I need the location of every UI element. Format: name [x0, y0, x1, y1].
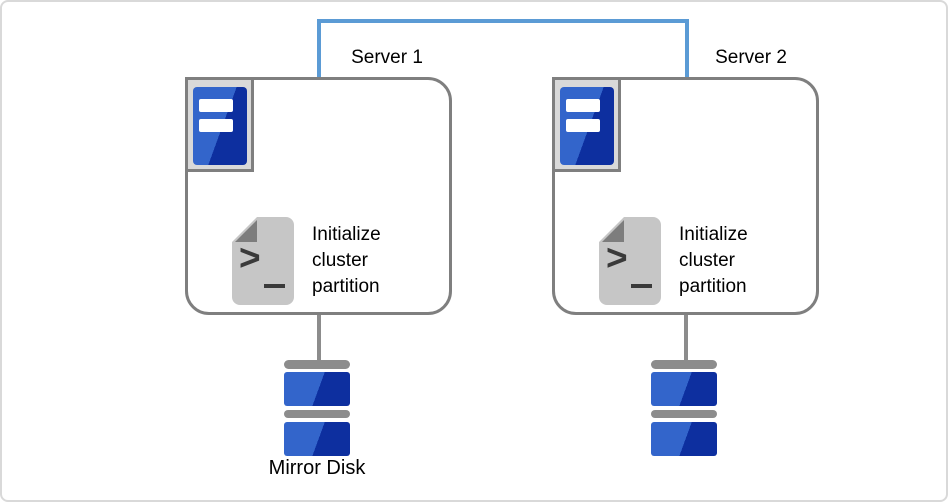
cursor-underscore	[264, 284, 285, 288]
disk-platter	[651, 372, 717, 406]
server-slot	[566, 119, 600, 132]
server2-label: Server 2	[715, 47, 787, 68]
disk-cap	[284, 360, 350, 369]
server-tower-body	[560, 87, 614, 165]
mirror-disk-label: Mirror Disk	[268, 457, 366, 479]
mirror-disk-icon	[284, 360, 350, 456]
disk-divider	[651, 410, 717, 418]
server-slot	[199, 99, 233, 112]
server-slot	[566, 99, 600, 112]
disk-platter	[651, 422, 717, 456]
server-slot	[199, 119, 233, 132]
prompt-glyph: >	[239, 237, 261, 278]
server2-task-text: Initialize cluster partition	[679, 224, 748, 297]
server1-disk-connector	[317, 315, 321, 361]
server2-group: > Initialize cluster partition	[552, 77, 819, 497]
server-tower-body	[193, 87, 247, 165]
server1-group: > Initialize cluster partition Mirror Di…	[185, 77, 452, 497]
disk-cap	[651, 360, 717, 369]
interconnect-line	[317, 19, 689, 77]
disk-platter	[284, 372, 350, 406]
disk-platter	[284, 422, 350, 456]
mirror-disk-icon	[651, 360, 717, 456]
terminal-script-icon: >	[598, 216, 661, 305]
disk-divider	[284, 410, 350, 418]
prompt-glyph: >	[606, 237, 628, 278]
server-tower-icon	[552, 77, 621, 172]
server1-label: Server 1	[351, 47, 423, 68]
cursor-underscore	[631, 284, 652, 288]
terminal-script-icon: >	[231, 216, 294, 305]
server1-task-text: Initialize cluster partition	[312, 224, 381, 297]
server-tower-icon	[185, 77, 254, 172]
server2-disk-connector	[684, 315, 688, 361]
